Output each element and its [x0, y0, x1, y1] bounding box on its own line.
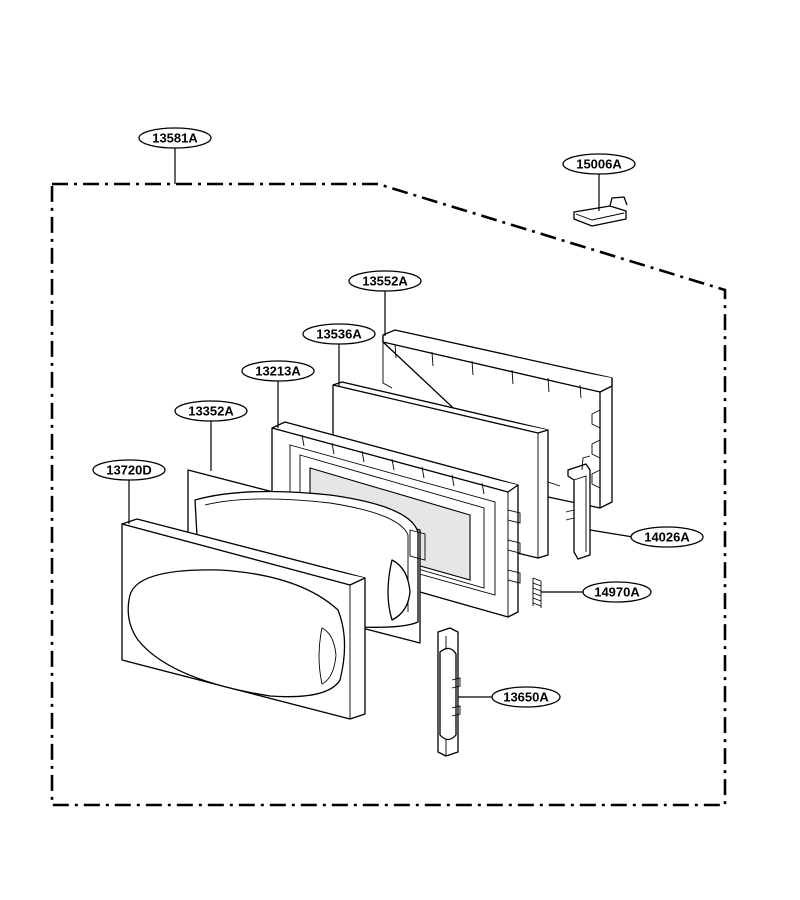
- part-15006A-drawing: [573, 196, 628, 227]
- label-14970A: 14970A: [594, 585, 640, 600]
- label-13720D: 13720D: [106, 463, 152, 478]
- part-14026A-drawing: [565, 455, 591, 560]
- callout-13552A: 13552A: [348, 270, 422, 292]
- part-14970A-drawing: [532, 577, 542, 608]
- callout-13720D: 13720D: [92, 459, 166, 481]
- callout-14026A: 14026A: [630, 526, 704, 548]
- label-13213A: 13213A: [255, 364, 301, 379]
- label-13536A: 13536A: [316, 327, 362, 342]
- callout-assembly: 13581A: [138, 127, 212, 149]
- leader-lines: [128, 147, 634, 698]
- callout-13650A: 13650A: [491, 686, 561, 708]
- assembly-boundary: [50, 182, 727, 807]
- callout-14970A: 14970A: [582, 581, 652, 603]
- label-13650A: 13650A: [503, 690, 549, 705]
- label-14026A: 14026A: [644, 530, 690, 545]
- part-13650A-drawing: [437, 627, 461, 757]
- callout-13213A: 13213A: [241, 360, 315, 382]
- callout-15006A: 15006A: [562, 153, 636, 175]
- label-13352A: 13352A: [188, 404, 234, 419]
- callout-13536A: 13536A: [302, 323, 376, 345]
- label-13552A: 13552A: [362, 274, 408, 289]
- part-13720D-drawing: [121, 518, 366, 720]
- label-15006A: 15006A: [576, 157, 622, 172]
- label-13581A: 13581A: [152, 131, 198, 146]
- callout-13352A: 13352A: [174, 400, 248, 422]
